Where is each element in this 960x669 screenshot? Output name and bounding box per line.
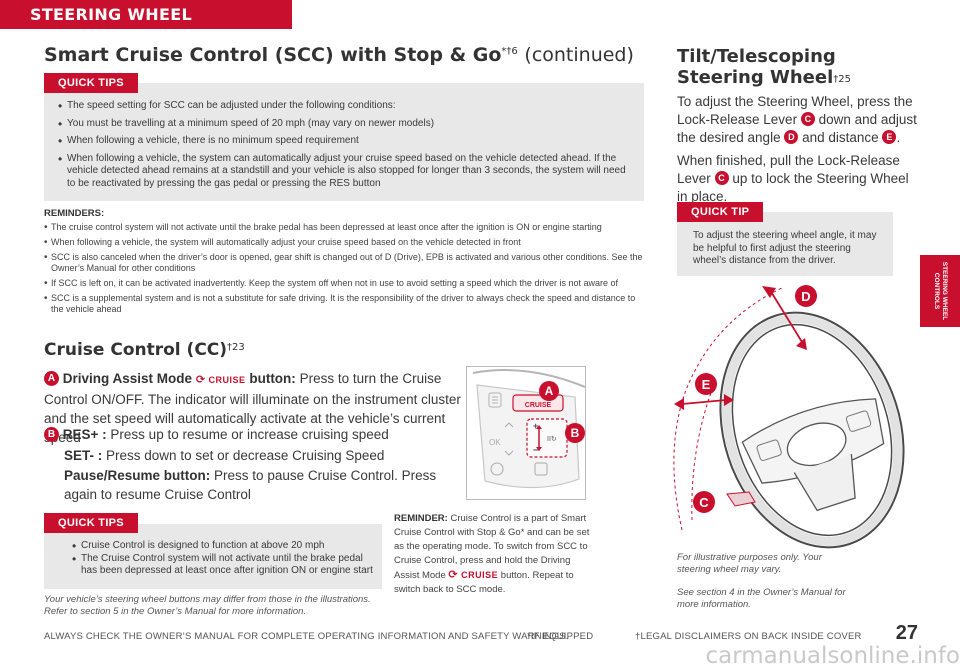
tilt-quick-tip-label: QUICK TIP: [677, 202, 764, 222]
callout-badge-e: E: [882, 130, 897, 145]
cc-quick-tips-box: QUICK TIPS Cruise Control is designed to…: [44, 513, 382, 589]
cc-button-diagram-svg: CRUISE OK + – II↻ A B: [467, 369, 585, 499]
footer-warning: ALWAYS CHECK THE OWNER’S MANUAL FOR COMP…: [44, 631, 569, 642]
svg-text:–: –: [533, 444, 539, 456]
scc-title: Smart Cruise Control (SCC) with Stop & G…: [44, 44, 634, 66]
callout-b-circle: [565, 423, 585, 443]
set-text: Press down to set or decrease Cruising S…: [106, 448, 385, 463]
callout-badge-c: C: [800, 112, 815, 127]
callout-a-circle: [539, 381, 559, 401]
steering-wheel-svg: D E C: [673, 285, 905, 549]
side-section-tab: STEERING WHEEL CONTROLS: [920, 255, 960, 327]
reminder-item: SCC is a supplemental system and is not …: [44, 293, 644, 315]
footer-legal: †LEGAL DISCLAIMERS ON BACK INSIDE COVER: [635, 631, 862, 642]
scc-tip: When following a vehicle, there is no mi…: [58, 135, 633, 148]
cc-item-b: B RES+ : Press up to resume or increase …: [44, 425, 464, 444]
callout-b-text: B: [571, 426, 580, 440]
steering-wheel-illustration: D E C: [662, 280, 918, 552]
driving-assist-text: Press to turn the Cruise Control ON/OFF.…: [44, 371, 461, 445]
callout-d-text: D: [801, 289, 810, 304]
cruise-icon: ⟳: [195, 374, 206, 386]
cruise-button-text: CRUISE: [525, 402, 552, 409]
cc-reminder: REMINDER: Cruise Control is a part of Sm…: [394, 512, 594, 597]
reminder-item: If SCC is left on, it can be activated i…: [44, 278, 644, 289]
res-label: RES+ :: [62, 427, 107, 442]
tilt-note-1: For illustrative purposes only. Your ste…: [677, 552, 822, 575]
tilt-title-line2: Steering Wheel: [677, 67, 834, 88]
reminders-list: The cruise control system will not activ…: [44, 222, 644, 315]
tilt-quick-tip-box: QUICK TIP To adjust the steering wheel a…: [677, 202, 893, 276]
side-tab-label: STEERING WHEEL CONTROLS: [933, 261, 948, 321]
callout-a-text: A: [545, 384, 554, 398]
scc-quick-tips-label: QUICK TIPS: [44, 73, 138, 93]
callout-badge-c: C: [714, 171, 729, 186]
scc-tips-list: The speed setting for SCC can be adjuste…: [58, 100, 633, 195]
cc-item-pause: Pause/Resume button: Press to pause Crui…: [64, 466, 454, 504]
set-label: SET- :: [64, 448, 103, 463]
footer-if-equipped: *IF EQUIPPED: [527, 631, 594, 642]
reminder-item: The cruise control system will not activ…: [44, 222, 644, 233]
cc-reminder-title: REMINDER:: [394, 513, 448, 524]
tilt-note-2: See section 4 in the Owner’s Manual for …: [677, 587, 846, 610]
tilt-title-line1: Tilt/Telescoping: [677, 46, 836, 67]
cruise-button-glyph: ⟳ CRUISE: [195, 374, 246, 386]
cc-title: Cruise Control (CC)†23: [44, 340, 245, 360]
watermark: carmanualsonline.info: [705, 643, 960, 669]
pause-label: Pause/Resume button:: [64, 468, 211, 483]
tilt-paragraph-2: When finished, pull the Lock-Release Lev…: [677, 153, 909, 204]
callout-badge-a: A: [44, 370, 59, 386]
ok-label: OK: [489, 438, 501, 447]
cc-illustration-note: Your vehicle’s steering wheel buttons ma…: [44, 594, 371, 617]
cc-item-set: SET- : Press down to set or decrease Cru…: [64, 446, 484, 465]
tilt-title-sup: †25: [833, 74, 851, 85]
section-header-tab: STEERING WHEEL CONTROLS: [0, 0, 292, 54]
cc-title-sup: †23: [227, 342, 245, 353]
scc-reminders: REMINDERS: The cruise control system wil…: [44, 208, 644, 319]
tilt-title: Tilt/Telescoping Steering Wheel†25: [677, 46, 851, 88]
svg-text:II↻: II↻: [547, 436, 557, 443]
callout-e-circle: [695, 373, 717, 395]
cc-tips-list: Cruise Control is designed to function a…: [72, 540, 377, 583]
res-text: Press up to resume or increase cruising …: [110, 427, 389, 442]
callout-c-text: C: [699, 495, 709, 510]
callout-c-circle: [693, 491, 715, 513]
cc-quick-tips-label: QUICK TIPS: [44, 513, 138, 533]
reminder-item: When following a vehicle, the system wil…: [44, 237, 644, 248]
driving-assist-label-suffix: button:: [249, 371, 296, 386]
cc-title-text: Cruise Control (CC): [44, 340, 228, 360]
svg-text:+: +: [533, 421, 538, 431]
reminder-cruise-glyph: ⟳ CRUISE: [448, 569, 499, 581]
driving-assist-label: Driving Assist Mode: [62, 371, 193, 386]
tilt-paragraph-1: To adjust the Steering Wheel, press the …: [677, 94, 917, 145]
page-number: 27: [895, 622, 918, 644]
callout-d-circle: [795, 285, 817, 307]
scc-title-suffix: (continued): [524, 44, 634, 66]
scc-title-sup: *†6: [501, 46, 518, 57]
reminders-title: REMINDERS:: [44, 208, 105, 219]
pause-text: Press to pause Cruise Control. Press aga…: [64, 468, 437, 502]
scc-quick-tips-box: QUICK TIPS The speed setting for SCC can…: [44, 73, 644, 201]
scc-title-main: Smart Cruise Control (SCC) with Stop & G…: [44, 44, 502, 66]
scc-tip: The speed setting for SCC can be adjuste…: [58, 100, 633, 113]
reminder-item: SCC is also canceled when the driver’s d…: [44, 252, 644, 274]
cc-button-diagram: CRUISE OK + – II↻ A B: [466, 366, 586, 500]
callout-badge-b: B: [44, 426, 59, 442]
cruise-icon: ⟳: [448, 569, 459, 581]
scc-tip: You must be travelling at a minimum spee…: [58, 118, 633, 131]
callout-e-text: E: [702, 377, 711, 392]
cc-reminder-text-2: button. Repeat to switch back to SCC mod…: [394, 570, 574, 595]
cc-item-a: A Driving Assist Mode ⟳ CRUISE button: P…: [44, 369, 464, 447]
tilt-quick-tip-text: To adjust the steering wheel angle, it m…: [693, 230, 877, 266]
callout-badge-d: D: [784, 130, 799, 145]
cc-tip: Cruise Control is designed to function a…: [72, 540, 377, 553]
scc-tip: When following a vehicle, the system can…: [58, 153, 633, 191]
cc-tip: The Cruise Control system will not activ…: [72, 553, 377, 578]
cc-reminder-text-1: Cruise Control is a part of Smart Cruise…: [394, 513, 590, 581]
